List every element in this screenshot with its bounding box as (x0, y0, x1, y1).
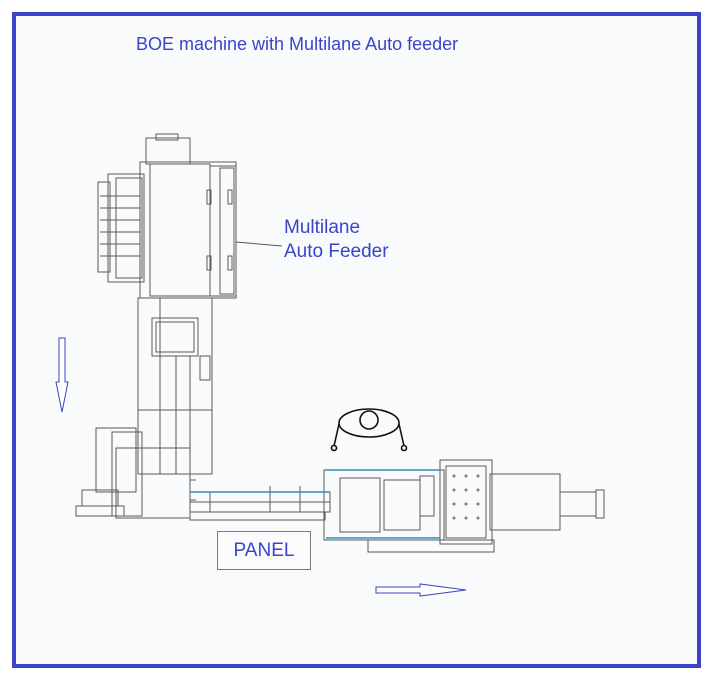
operator-icon (330, 408, 408, 452)
horizontal-conveyor (189, 486, 331, 521)
down-arrow-icon (55, 337, 69, 413)
panel-label: PANEL (217, 531, 311, 570)
feeder-label-line1: Multilane (284, 217, 361, 238)
feeder-label: Multilane Auto Feeder (284, 216, 389, 264)
diagram-frame (12, 12, 701, 668)
boe-machine (75, 427, 196, 519)
feeder-label-line2: Auto Feeder (284, 241, 389, 262)
conveyor-guides (190, 469, 440, 539)
right-arrow-icon (375, 583, 467, 597)
multilane-auto-feeder (97, 133, 283, 299)
diagram-title: BOE machine with Multilane Auto feeder (136, 34, 459, 54)
